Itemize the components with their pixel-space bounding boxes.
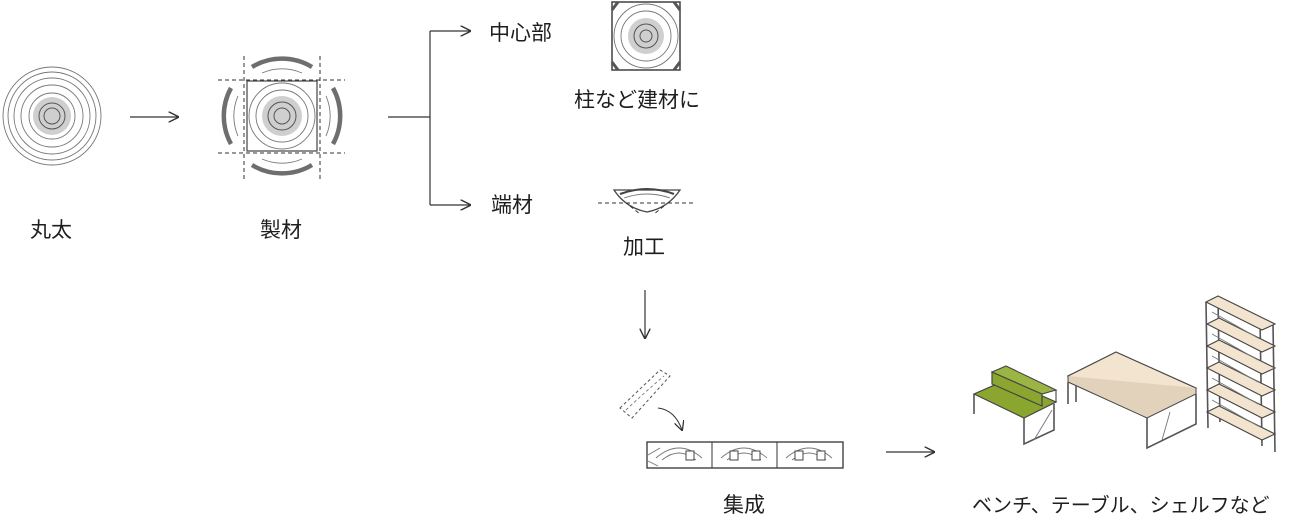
label-laminate: 集成 [723, 493, 765, 517]
log-icon [2, 66, 102, 166]
sawn-log-icon [218, 56, 345, 180]
label-offcut: 端材 [491, 193, 533, 217]
shelf-icon [1204, 295, 1277, 453]
label-core: 中心部 [489, 21, 552, 45]
table-icon [1066, 351, 1198, 450]
offcut-icon [598, 188, 696, 215]
branch-connector [388, 31, 470, 205]
laminated-board-icon [646, 441, 844, 469]
label-sawn: 製材 [260, 218, 302, 242]
label-log: 丸太 [30, 218, 72, 242]
bench-icon [972, 365, 1058, 446]
offcut-piece-rotating [619, 369, 682, 430]
label-core-use: 柱など建材に [574, 88, 700, 112]
core-timber-icon [610, 1, 682, 71]
label-products: ベンチ、テーブル、シェルフなど [972, 493, 1270, 517]
label-process: 加工 [623, 235, 665, 259]
